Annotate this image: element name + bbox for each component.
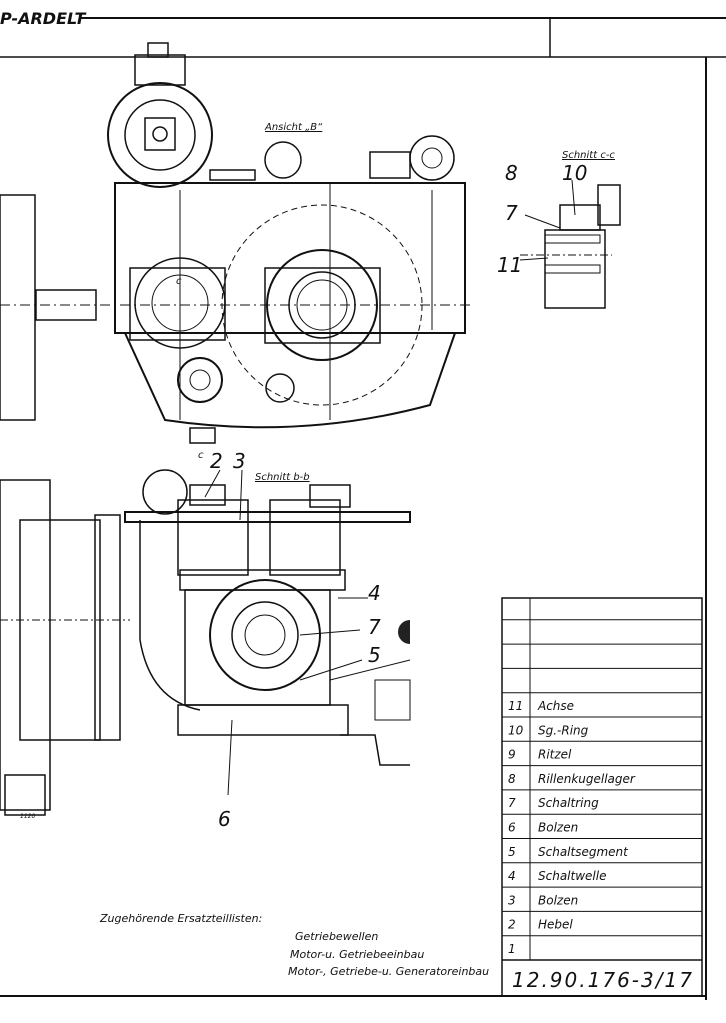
section-mark-bottom: c xyxy=(198,450,204,461)
parts-pos-cell: 1 xyxy=(508,942,516,956)
callout-7: 7 xyxy=(368,615,381,639)
section-bb-label: Schnitt b-b xyxy=(255,472,310,483)
callout-4: 4 xyxy=(368,581,381,605)
note-line-1: Getriebewellen xyxy=(295,930,378,943)
parts-pos-cell: 8 xyxy=(508,772,516,786)
header-name: P-ARDELT xyxy=(0,9,87,28)
parts-pos-cell: 11 xyxy=(508,699,523,713)
parts-name-cell: Schaltring xyxy=(538,796,599,810)
parts-pos-cell: 7 xyxy=(508,796,516,810)
section-mark-top: c xyxy=(176,276,182,287)
parts-pos-cell: 2 xyxy=(508,918,516,932)
drawing-number: 12.90.176-3/17 xyxy=(512,968,694,992)
parts-name-cell: Schaltwelle xyxy=(538,869,606,883)
parts-pos-cell: 6 xyxy=(508,821,516,835)
note-line-2: Motor-u. Getriebeeinbau xyxy=(290,948,424,961)
parts-pos-cell: 3 xyxy=(508,893,516,907)
drawing-frame xyxy=(0,17,726,1000)
parts-name-cell: Sg.-Ring xyxy=(538,723,589,737)
section-bb-view xyxy=(0,469,411,816)
gearbox-side-view xyxy=(0,42,470,444)
callout-6: 6 xyxy=(218,807,231,831)
note-line-3: Motor-, Getriebe-u. Generatoreinbau xyxy=(288,965,489,978)
parts-name-cell: Hebel xyxy=(538,918,573,932)
parts-pos-cell: 5 xyxy=(508,845,516,859)
parts-name-cell: Bolzen xyxy=(538,893,578,907)
callout-3: 3 xyxy=(233,449,246,473)
parts-list-rows: 11 Achse 10 Sg.-Ring 9 Ritzel 8 Rillenkugellage… xyxy=(502,619,702,956)
parts-list-table xyxy=(501,597,703,997)
section-cc-label: Schnitt c-c xyxy=(562,150,615,161)
section-cc-detail xyxy=(519,179,621,309)
callout-8: 7 xyxy=(505,201,518,225)
parts-pos-cell: 10 xyxy=(508,723,524,737)
bottom-left-mark: 1120 xyxy=(20,813,35,820)
parts-name-cell: Bolzen xyxy=(538,821,578,835)
parts-name-cell: Rillenkugellager xyxy=(538,772,636,786)
callout-10: 10 xyxy=(562,161,587,185)
parts-pos-cell: 4 xyxy=(508,869,516,883)
view-b-label: Ansicht „B“ xyxy=(264,122,323,133)
notes-heading: Zugehörende Ersatzteillisten: xyxy=(99,912,262,925)
callout-11: 11 xyxy=(497,253,522,277)
parts-name-cell: Schaltsegment xyxy=(538,845,629,859)
parts-name-cell: Achse xyxy=(537,699,574,713)
callout-2: 2 xyxy=(210,449,223,473)
callout-5: 5 xyxy=(368,643,381,667)
parts-pos-cell: 9 xyxy=(508,748,516,762)
parts-name-cell: Ritzel xyxy=(538,748,572,762)
callout-9: 8 xyxy=(505,161,518,185)
